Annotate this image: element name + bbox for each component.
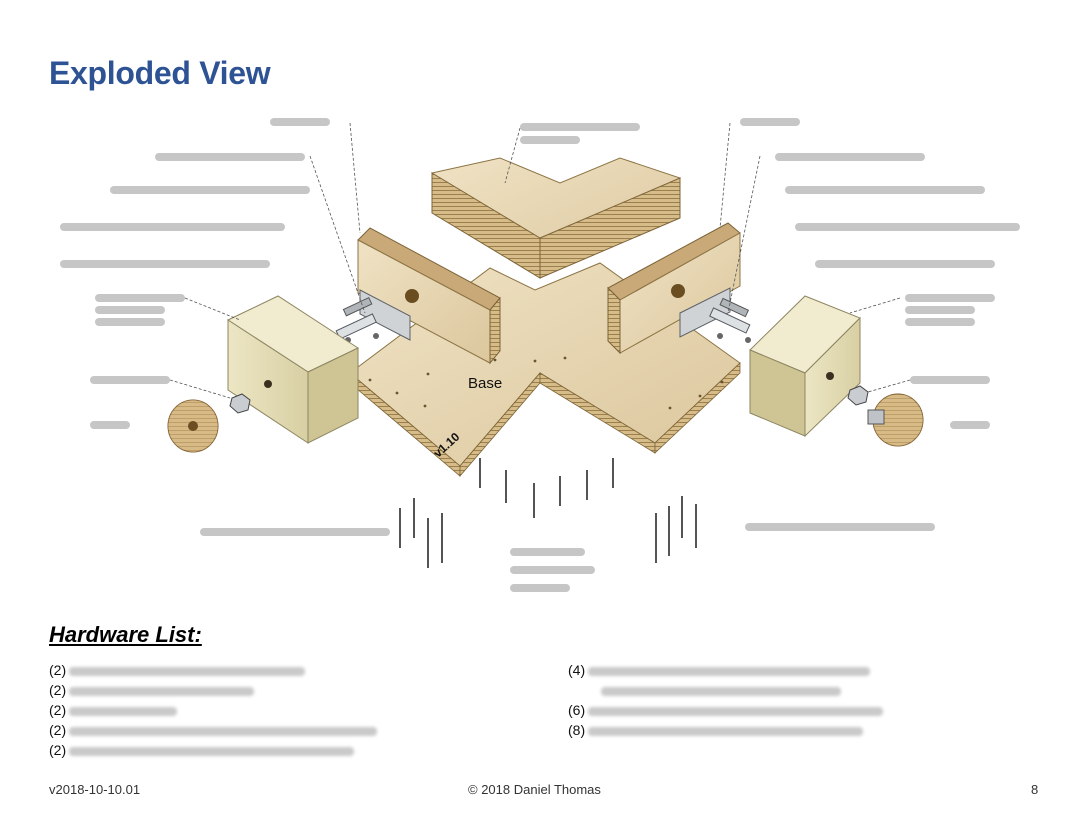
left-hardware — [335, 289, 411, 343]
list-item — [568, 680, 883, 700]
footer-copyright: © 2018 Daniel Thomas — [468, 782, 601, 797]
footer-version: v2018-10-10.01 — [49, 782, 141, 797]
left-clamp-support — [226, 295, 360, 444]
list-item: (2) — [49, 680, 377, 700]
list-item: (2) — [49, 700, 377, 720]
right-clamp-support — [749, 295, 861, 438]
wood-screws — [399, 458, 697, 568]
footer-page-number: 8 — [1031, 782, 1039, 797]
base-label: Base — [468, 375, 502, 392]
hardware-list-left: (2) (2) (2) (2) (2) — [49, 660, 378, 760]
list-item: (8) — [568, 720, 883, 740]
list-item: (2) — [49, 740, 377, 760]
list-item: (6) — [568, 700, 884, 720]
left-clamp-face — [357, 227, 501, 365]
list-item: (2) — [49, 720, 378, 740]
riser-block — [430, 157, 682, 279]
right-nut — [847, 385, 869, 406]
leader-lines — [169, 122, 911, 399]
left-t-knob — [167, 399, 219, 453]
list-item: (2) — [49, 660, 377, 680]
right-t-knob — [867, 393, 924, 447]
hardware-list-heading: Hardware List: — [49, 622, 202, 647]
right-clamp-face — [607, 222, 741, 355]
page-title: Exploded View — [49, 55, 271, 91]
exploded-view-diagram: Base v1.10 — [60, 118, 1020, 592]
hardware-list-right: (4) (6) (8) — [568, 660, 884, 740]
blurred-callouts — [60, 118, 1020, 592]
left-nut — [229, 393, 251, 414]
list-item: (4) — [568, 660, 883, 680]
right-hardware — [679, 287, 751, 343]
